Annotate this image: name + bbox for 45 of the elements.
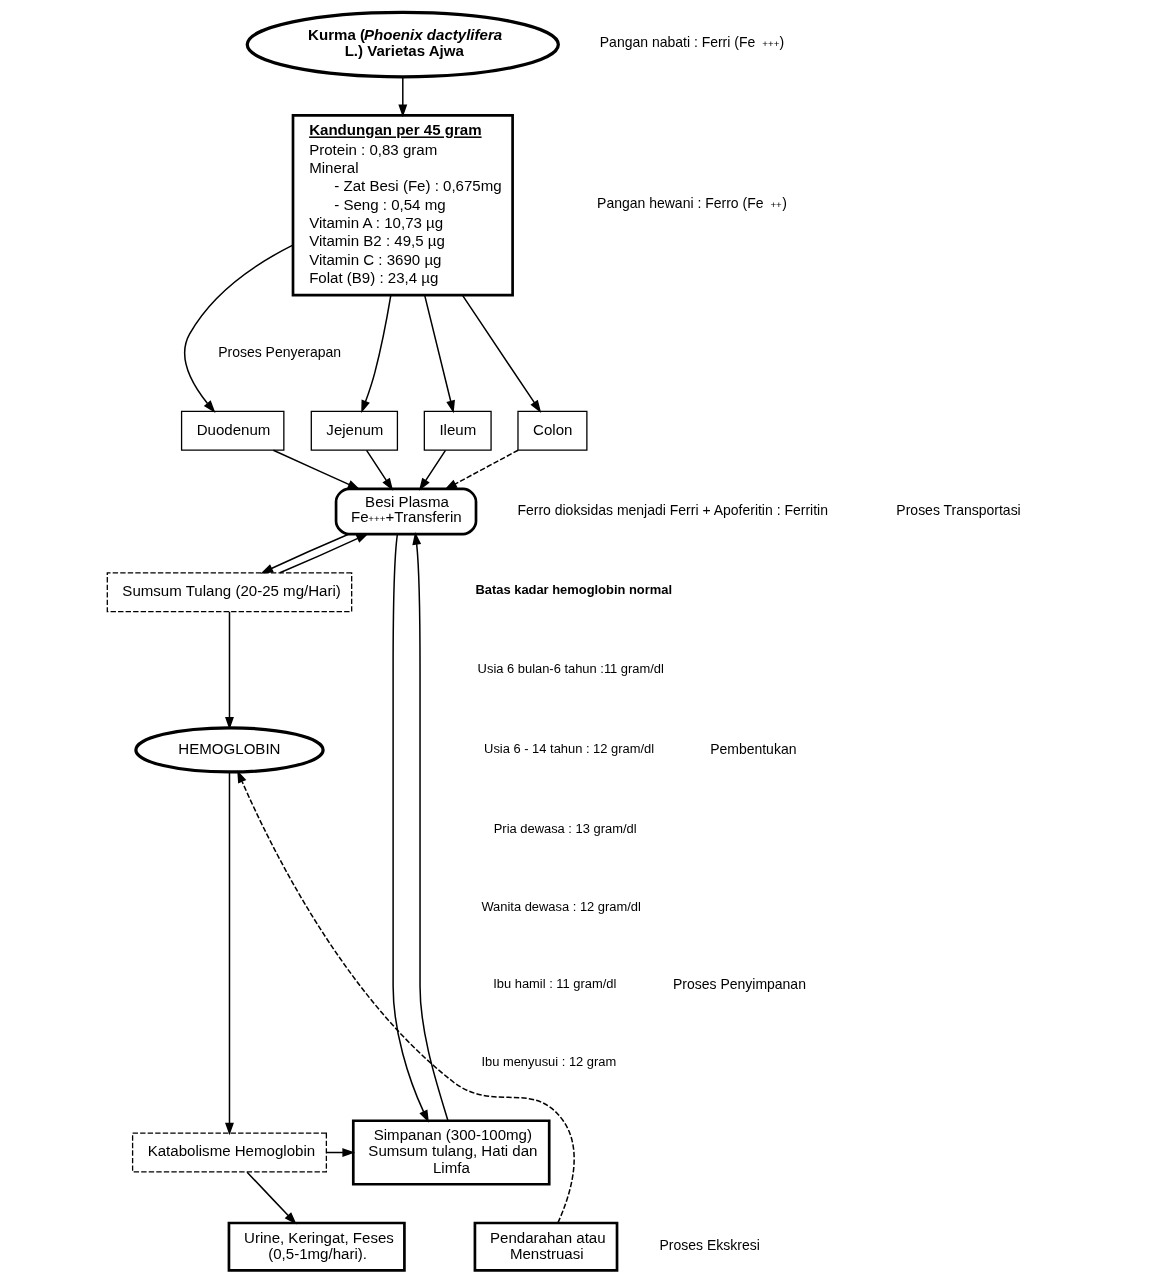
arrow: [365, 449, 394, 491]
arrow: [398, 75, 408, 118]
label: Proses Penyerapan: [218, 343, 342, 360]
label: Pangan nabati : Ferri (Fe+++): [599, 34, 785, 51]
label: Pria dewasa : 13 gram/dl: [493, 821, 637, 837]
label: Ibu hamil : 11 gram/dl: [493, 976, 617, 992]
node-ellipse: Kurma (Phoenix dactylifera L.) Varietas Ajwa: [245, 10, 560, 79]
label: Batas kadar hemoglobin normal: [475, 582, 672, 598]
arrow: [423, 294, 455, 414]
label: Ibu menyusui : 12 gram: [481, 1053, 617, 1069]
label: Usia 6 bulan-6 tahun :11 gram/dl: [477, 661, 664, 677]
label: Pangan hewani : Ferro (Fe++): [597, 194, 787, 211]
label: Proses Ekskresi: [659, 1237, 760, 1254]
arrow: [272, 449, 361, 490]
node-box: Urine, Keringat, Feses (0,5-1mg/hari).: [227, 1221, 406, 1272]
label: Usia 6 - 14 tahun : 12 gram/dl: [484, 741, 655, 757]
node-box: Duodenum: [180, 410, 285, 451]
arrow: [184, 244, 294, 413]
node-box: Besi Plasma Fe++++Transferin: [334, 487, 478, 536]
node-box: Katabolisme Hemoglobin: [131, 1132, 327, 1173]
arrow: [225, 771, 234, 1136]
arrow: [418, 449, 447, 491]
arrow: [444, 449, 519, 490]
node-box: Simpanan (300-100mg) Sumsum tulang, Hati dan Limfa: [351, 1119, 551, 1186]
arrow: [246, 1171, 297, 1225]
arrow: [260, 533, 350, 574]
label: Ferro dioksidas menjadi Ferri + Apoferitin : Ferritin: [517, 502, 828, 519]
node-box: Pendarahan atau Menstruasi: [473, 1221, 619, 1272]
node-box: Sumsum Tulang (20-25 mg/Hari): [106, 572, 353, 613]
arrow: [392, 533, 429, 1123]
node-box: Kandungan per 45 gram Protein : 0,83 gram Mineral - Zat Besi (Fe) : 0,675mg - Seng : 0,54 mg Vitamin A : 10,73 µg Vitamin B2 : 49,5 µg Vitamin C : 3690 µg Folat (B9) : 23,4 µg: [291, 113, 514, 297]
arrow: [361, 294, 392, 414]
node-box: Ileum: [423, 410, 492, 451]
arrow: [225, 610, 234, 730]
arrow: [237, 770, 575, 1224]
label: Pembentukan: [710, 740, 797, 757]
label: Wanita dewasa : 12 gram/dl: [481, 898, 641, 914]
node-box: Jejenum: [310, 410, 399, 451]
arrow: [461, 294, 542, 413]
label: Proses Penyimpanan: [673, 975, 806, 992]
node-ellipse: HEMOGLOBIN: [134, 726, 325, 774]
arrow: [279, 533, 369, 574]
node-box: Colon: [517, 410, 588, 451]
arrow: [412, 531, 449, 1122]
label: Proses Transportasi: [896, 502, 1021, 519]
